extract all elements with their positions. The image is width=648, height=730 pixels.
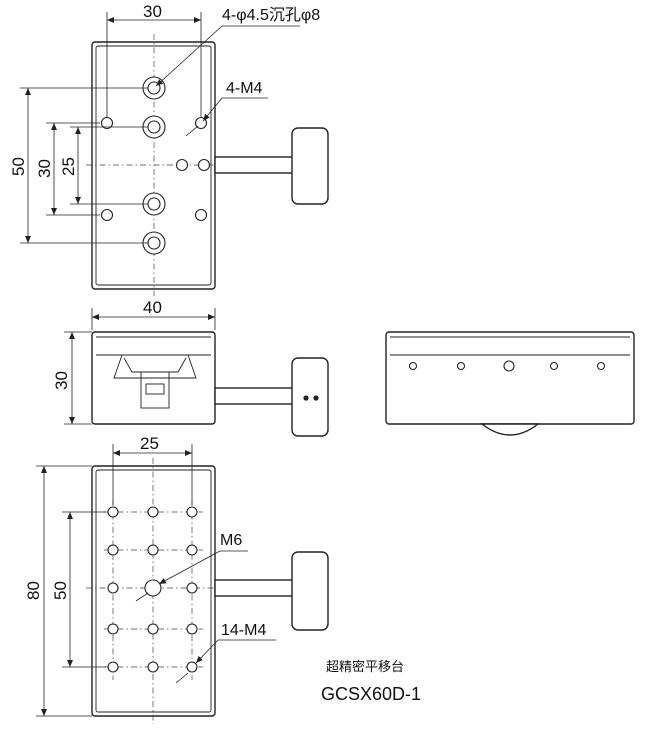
caption-model-number: GCSX60D-1 (321, 684, 421, 704)
right-view (385, 331, 635, 436)
dim-label-b50: 50 (51, 581, 70, 600)
top-view: 30 50 30 25 4-φ4.5沉孔φ8 4-M4 (9, 2, 329, 296)
dim-label-50: 50 (9, 157, 28, 176)
dovetail-slot (100, 354, 208, 379)
top-view-inner-edge (95, 45, 212, 286)
top-dim-50: 50 (9, 87, 148, 244)
side-view-adjust-knob (214, 357, 329, 437)
bottom-view-adjust-knob (214, 551, 329, 631)
bottom-view: 25 80 50 M6 14-M4 (24, 434, 329, 724)
callout-14m4: 14-M4 (221, 622, 266, 639)
dim-label-25: 25 (59, 157, 78, 176)
dim-label-b25: 25 (140, 434, 159, 453)
top-dim-30: 30 (106, 2, 202, 118)
side-dim-30: 30 (52, 331, 92, 425)
caption-product-name: 超精密平移台 (326, 659, 404, 675)
bottom-dim-80: 80 (24, 465, 92, 717)
top-view-adjust-knob (214, 127, 329, 205)
bottom-dim-25: 25 (112, 434, 193, 505)
callout-counterbore: 4-φ4.5沉孔φ8 (222, 6, 320, 24)
bottom-m4-holes (107, 506, 198, 673)
dim-label-30v: 30 (35, 159, 54, 178)
side-dim-40: 40 (91, 298, 216, 330)
right-view-body (385, 331, 635, 425)
dim-label-30: 30 (143, 2, 162, 21)
m4-holes (100, 116, 211, 222)
dim-label-40: 40 (143, 298, 162, 317)
top-dim-30v: 30 (35, 122, 100, 216)
bottom-m6-hole (144, 579, 162, 597)
dim-label-80: 80 (24, 581, 43, 600)
callout-4m4: 4-M4 (226, 80, 263, 97)
right-view-knob (479, 423, 541, 436)
dim-label-side-30: 30 (52, 371, 71, 390)
top-dim-25: 25 (59, 126, 148, 205)
dovetail-block (140, 371, 170, 409)
side-view: 40 30 (52, 298, 329, 437)
callout-m6: M6 (220, 532, 242, 549)
bottom-dim-50: 50 (51, 511, 106, 668)
